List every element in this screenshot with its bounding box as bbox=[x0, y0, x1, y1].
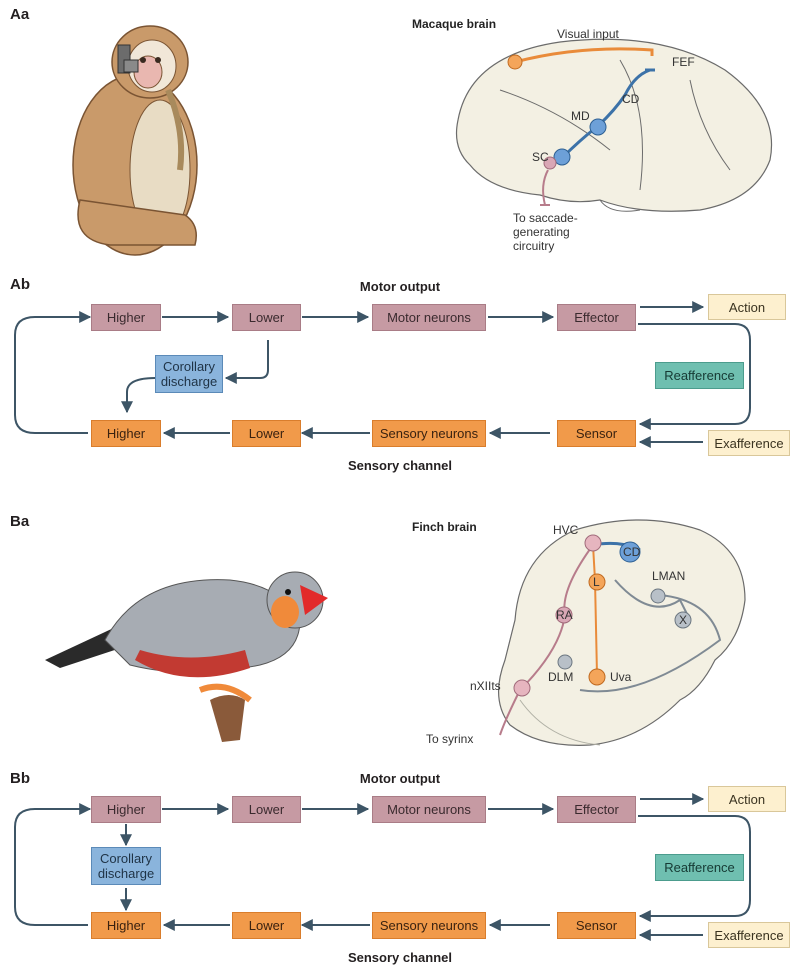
diagram-a-action: Action bbox=[708, 294, 786, 320]
label-saccade-1: To saccade- bbox=[513, 211, 578, 225]
macaque-brain-title: Macaque brain bbox=[412, 17, 496, 31]
macaque-brain bbox=[455, 38, 773, 212]
label-saccade-3: circuitry bbox=[513, 239, 554, 253]
diagram-a-reafference: Reafference bbox=[655, 362, 744, 389]
label-x: X bbox=[679, 613, 687, 627]
diagram-b-motor-lower: Lower bbox=[232, 796, 301, 823]
label-cd-finch: CD bbox=[623, 545, 641, 559]
diagram-b-sensor: Sensor bbox=[557, 912, 636, 939]
label-visual-input: Visual input bbox=[557, 27, 619, 41]
diagram-b-sensory-higher: Higher bbox=[91, 912, 161, 939]
diagram-b-motor-heading: Motor output bbox=[359, 771, 441, 786]
diagram-a-motor-lower: Lower bbox=[232, 304, 301, 331]
label-nxiits: nXIIts bbox=[470, 679, 501, 693]
diagram-a-sensory-neurons: Sensory neurons bbox=[372, 420, 486, 447]
label-hvc: HVC bbox=[553, 523, 579, 537]
panel-label-bb: Bb bbox=[10, 770, 30, 787]
finch-brain bbox=[497, 519, 746, 746]
diagram-b-motor-neurons: Motor neurons bbox=[372, 796, 486, 823]
label-sc: SC bbox=[532, 150, 549, 164]
panel-label-ab: Ab bbox=[10, 276, 30, 293]
diagram-a-motor-higher: Higher bbox=[91, 304, 161, 331]
diagram-b-reafference: Reafference bbox=[655, 854, 744, 881]
diagram-a-motor-heading: Motor output bbox=[359, 279, 441, 294]
label-l: L bbox=[593, 575, 600, 589]
diagram-b-sensory-lower: Lower bbox=[232, 912, 301, 939]
diagram-b-sensory-heading: Sensory channel bbox=[347, 950, 453, 965]
diagram-a-sensory-heading: Sensory channel bbox=[347, 458, 453, 473]
diagram-a-arrows bbox=[14, 301, 751, 448]
diagram-b-effector: Effector bbox=[557, 796, 636, 823]
label-syrinx: To syrinx bbox=[426, 732, 473, 746]
diagram-a-sensory-higher: Higher bbox=[91, 420, 161, 447]
label-saccade-2: generating bbox=[513, 225, 570, 239]
diagram-b-corollary-discharge: Corollary discharge bbox=[91, 847, 161, 885]
label-md: MD bbox=[571, 109, 590, 123]
finch-illustration bbox=[45, 571, 328, 742]
diagram-a-exafference: Exafference bbox=[708, 430, 790, 456]
diagram-b-sensory-neurons: Sensory neurons bbox=[372, 912, 486, 939]
macaque-illustration bbox=[72, 25, 198, 256]
diagram-b-action: Action bbox=[708, 786, 786, 812]
panel-label-ba: Ba bbox=[10, 513, 30, 530]
diagram-b-motor-higher: Higher bbox=[91, 796, 161, 823]
label-uva: Uva bbox=[610, 670, 632, 684]
diagram-a-effector: Effector bbox=[557, 304, 636, 331]
label-ra: RA bbox=[556, 608, 573, 622]
label-cd-macaque: CD bbox=[622, 92, 640, 106]
diagram-b-exafference: Exafference bbox=[708, 922, 790, 948]
finch-brain-title: Finch brain bbox=[412, 520, 477, 534]
diagram-a-sensor: Sensor bbox=[557, 420, 636, 447]
label-fef: FEF bbox=[672, 55, 695, 69]
panel-label-aa: Aa bbox=[10, 6, 30, 23]
diagram-a-motor-neurons: Motor neurons bbox=[372, 304, 486, 331]
diagram-b-arrows bbox=[14, 793, 751, 941]
diagram-a-sensory-lower: Lower bbox=[232, 420, 301, 447]
label-dlm: DLM bbox=[548, 670, 573, 684]
label-lman: LMAN bbox=[652, 569, 685, 583]
diagram-a-corollary-discharge: Corollary discharge bbox=[155, 355, 223, 393]
